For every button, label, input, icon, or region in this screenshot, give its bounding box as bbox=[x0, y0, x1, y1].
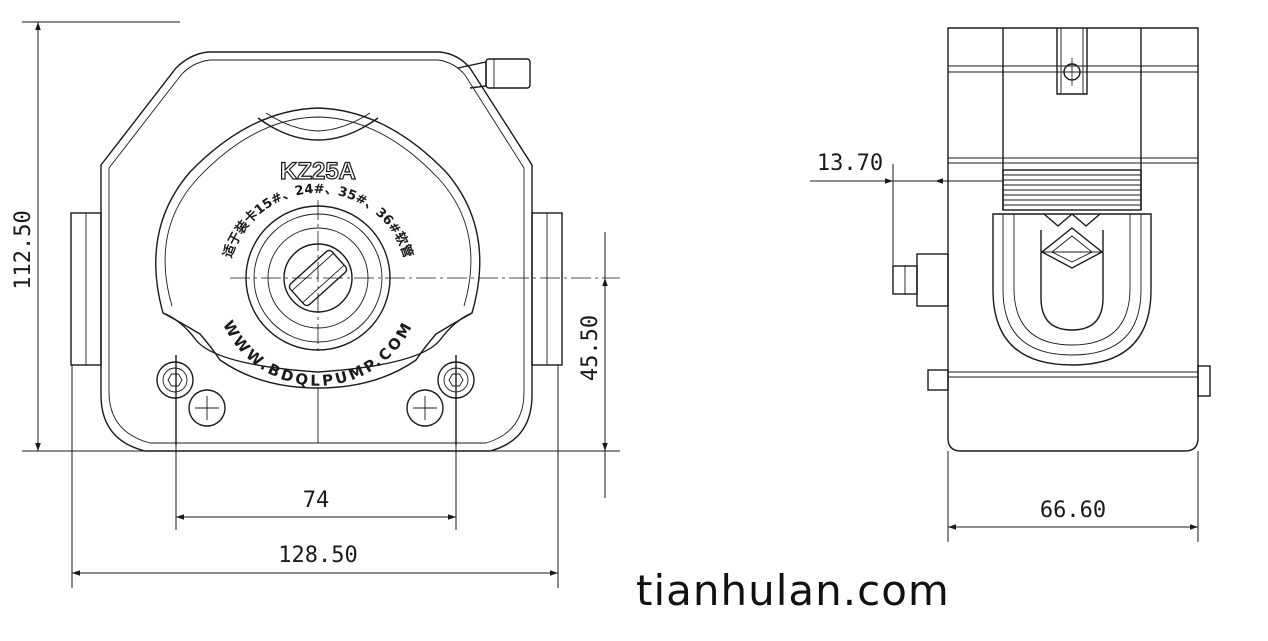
dim-side-offset: 13.70 bbox=[817, 151, 883, 176]
cover-face bbox=[155, 107, 481, 373]
screw-hex-right bbox=[437, 361, 475, 399]
front-housing-inner bbox=[108, 59, 525, 444]
dim-side-depth: 66.60 bbox=[1040, 498, 1106, 523]
model-label: KZ25A bbox=[280, 158, 356, 185]
front-dimensions: 112.50 45.50 74 128.50 bbox=[11, 21, 620, 588]
tube-channel bbox=[992, 213, 1152, 366]
side-dimensions: 13.70 66.60 bbox=[810, 151, 1199, 542]
side-body-outline bbox=[947, 27, 1199, 452]
shaft-stub bbox=[916, 253, 949, 307]
shaft-slot bbox=[288, 249, 348, 307]
screw-cross-left bbox=[188, 389, 226, 427]
front-housing-outline bbox=[100, 51, 533, 452]
dim-total-width: 128.50 bbox=[278, 543, 357, 568]
ribbed-band bbox=[1002, 169, 1142, 211]
dim-mount-spacing: 74 bbox=[303, 488, 330, 513]
front-view: KZ25A 适于装卡15#、24#、35#、36#软管 WWW.BDQLPUMP… bbox=[70, 51, 620, 452]
screw-cross-right bbox=[406, 389, 444, 427]
screw-hex-left bbox=[156, 361, 194, 399]
tube-outlet bbox=[457, 61, 487, 89]
dim-height: 112.50 bbox=[11, 210, 36, 289]
side-view bbox=[892, 27, 1211, 452]
watermark-text: tianhulan.com bbox=[636, 566, 950, 615]
rotor-roller bbox=[1040, 213, 1104, 269]
dim-shaft-height: 45.50 bbox=[578, 315, 603, 381]
